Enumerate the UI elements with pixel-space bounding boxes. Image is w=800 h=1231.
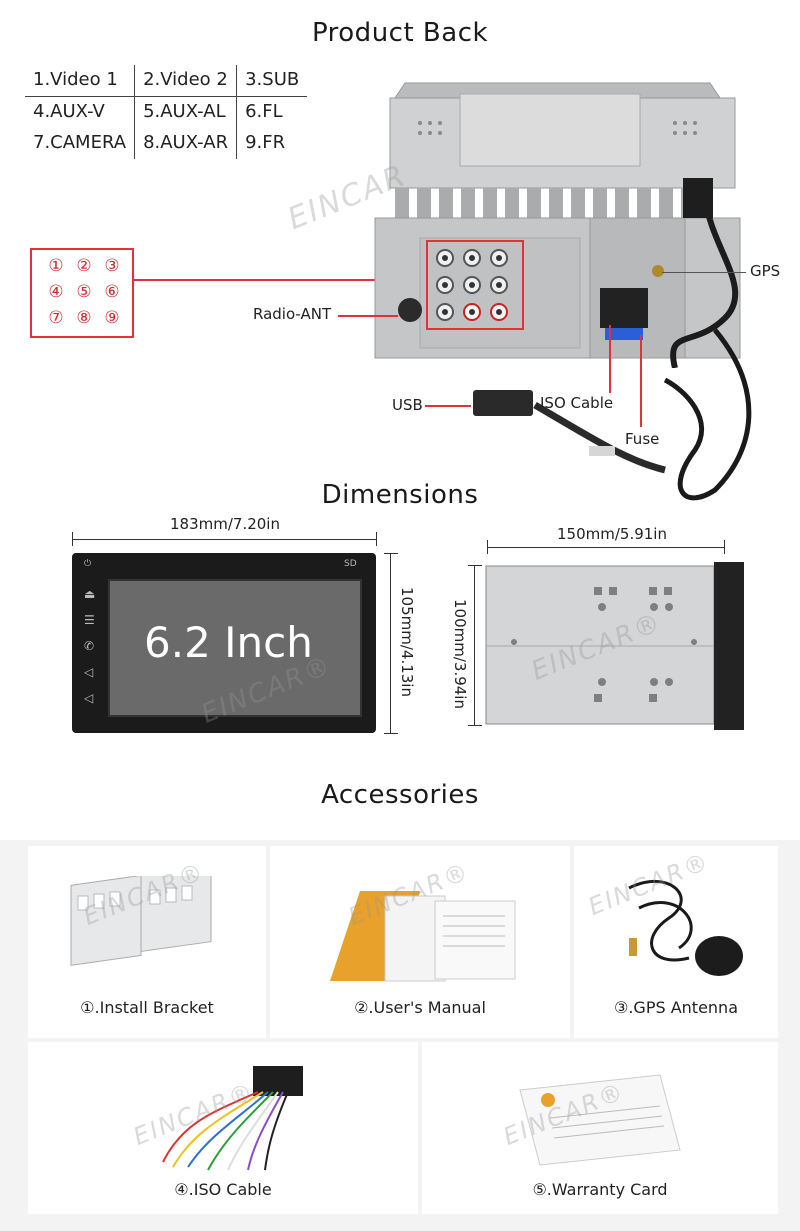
callout-line	[425, 405, 471, 407]
dim-tick	[384, 553, 398, 554]
port-cell: 6.FL	[245, 101, 283, 122]
screen-size-label: 6.2 Inch	[144, 618, 313, 667]
accessory-label: ①.Install Bracket	[80, 998, 214, 1017]
accessory-card: ③.GPS Antenna	[574, 846, 778, 1038]
screen	[108, 579, 362, 717]
port-number: ⑨	[104, 308, 120, 328]
callout-usb: USB	[392, 396, 423, 414]
port-cell: 5.AUX-AL	[134, 96, 238, 128]
port-number: ⑤	[76, 282, 92, 302]
front-height-label: 105mm/4.13in	[398, 587, 416, 697]
port-cell: 8.AUX-AR	[134, 128, 238, 159]
title-dimensions: Dimensions	[321, 480, 479, 510]
callout-line	[132, 279, 427, 281]
callout-iso-cable: ISO Cable	[540, 394, 614, 412]
manual-image	[330, 891, 516, 982]
gps-antenna-image	[628, 879, 743, 976]
sd-icon: SD	[344, 559, 357, 569]
side-width-line	[487, 547, 724, 548]
title-product-back: Product Back	[311, 18, 489, 48]
side-height-label: 100mm/3.94in	[451, 599, 469, 709]
accessory-label: ⑤.Warranty Card	[532, 1180, 668, 1199]
front-height-line	[390, 553, 391, 733]
dim-tick	[376, 532, 377, 546]
callout-gps: GPS	[750, 262, 781, 280]
callout-line	[338, 315, 398, 317]
accessory-card: ⑤.Warranty Card	[422, 1042, 778, 1214]
accessory-card: ④.ISO Cable	[28, 1042, 418, 1214]
iso-cable-image	[162, 1066, 303, 1171]
port-cell: 9.FR	[245, 132, 286, 153]
accessory-card: ①.Install Bracket	[28, 846, 266, 1038]
port-number: ⑧	[76, 308, 92, 328]
port-table: 1.Video 1 2.Video 2 3.SUB 4.AUX-V 5.AUX-…	[25, 65, 308, 159]
port-number: ⑦	[48, 308, 64, 328]
phone-icon[interactable]: ✆	[84, 639, 95, 653]
dim-tick	[487, 540, 488, 554]
port-number: ①	[48, 256, 64, 276]
head-unit-front: 6.2 Inch ⏏ ☰ ✆ ◁ ◁ SD ⏻	[72, 553, 376, 733]
cable-image	[473, 328, 752, 501]
bracket-image	[70, 876, 212, 966]
dim-tick	[724, 540, 725, 554]
port-cell: 2.Video 2	[134, 65, 238, 97]
callout-fuse: Fuse	[625, 430, 660, 448]
volume-up-icon[interactable]: ◁	[84, 665, 94, 679]
menu-icon[interactable]: ☰	[84, 613, 95, 627]
dim-tick	[72, 532, 73, 546]
port-cell: 3.SUB	[236, 65, 308, 97]
power-icon[interactable]: ⏻	[84, 559, 92, 569]
port-number: ②	[76, 256, 92, 276]
port-cell: 7.CAMERA	[25, 128, 136, 159]
dim-tick	[468, 565, 482, 566]
volume-down-icon[interactable]: ◁	[84, 691, 94, 705]
callout-line	[662, 272, 746, 273]
dim-tick	[384, 733, 398, 734]
dim-tick	[468, 725, 482, 726]
callout-radio-ant: Radio-ANT	[253, 305, 332, 323]
unit-side-image	[485, 562, 744, 730]
callout-line	[609, 325, 611, 393]
accessory-label: ②.User's Manual	[354, 998, 486, 1017]
port-number: ③	[104, 256, 120, 276]
front-width-line	[72, 539, 376, 540]
port-cell: 4.AUX-V	[25, 96, 136, 128]
side-height-line	[474, 565, 475, 725]
accessory-label: ④.ISO Cable	[174, 1180, 272, 1199]
callout-line	[640, 335, 642, 427]
side-width-label: 150mm/5.91in	[557, 525, 667, 543]
front-width-label: 183mm/7.20in	[170, 515, 280, 533]
accessory-label: ③.GPS Antenna	[613, 998, 738, 1017]
unit-back-image	[374, 82, 741, 368]
port-number: ⑥	[104, 282, 120, 302]
port-cell: 1.Video 1	[25, 65, 136, 97]
title-accessories: Accessories	[321, 780, 479, 810]
eject-icon[interactable]: ⏏	[84, 587, 96, 601]
port-number-legend: ① ② ③ ④ ⑤ ⑥ ⑦ ⑧ ⑨	[30, 248, 134, 338]
port-number: ④	[48, 282, 64, 302]
accessory-card: ②.User's Manual	[270, 846, 570, 1038]
warranty-card-image	[519, 1074, 681, 1166]
